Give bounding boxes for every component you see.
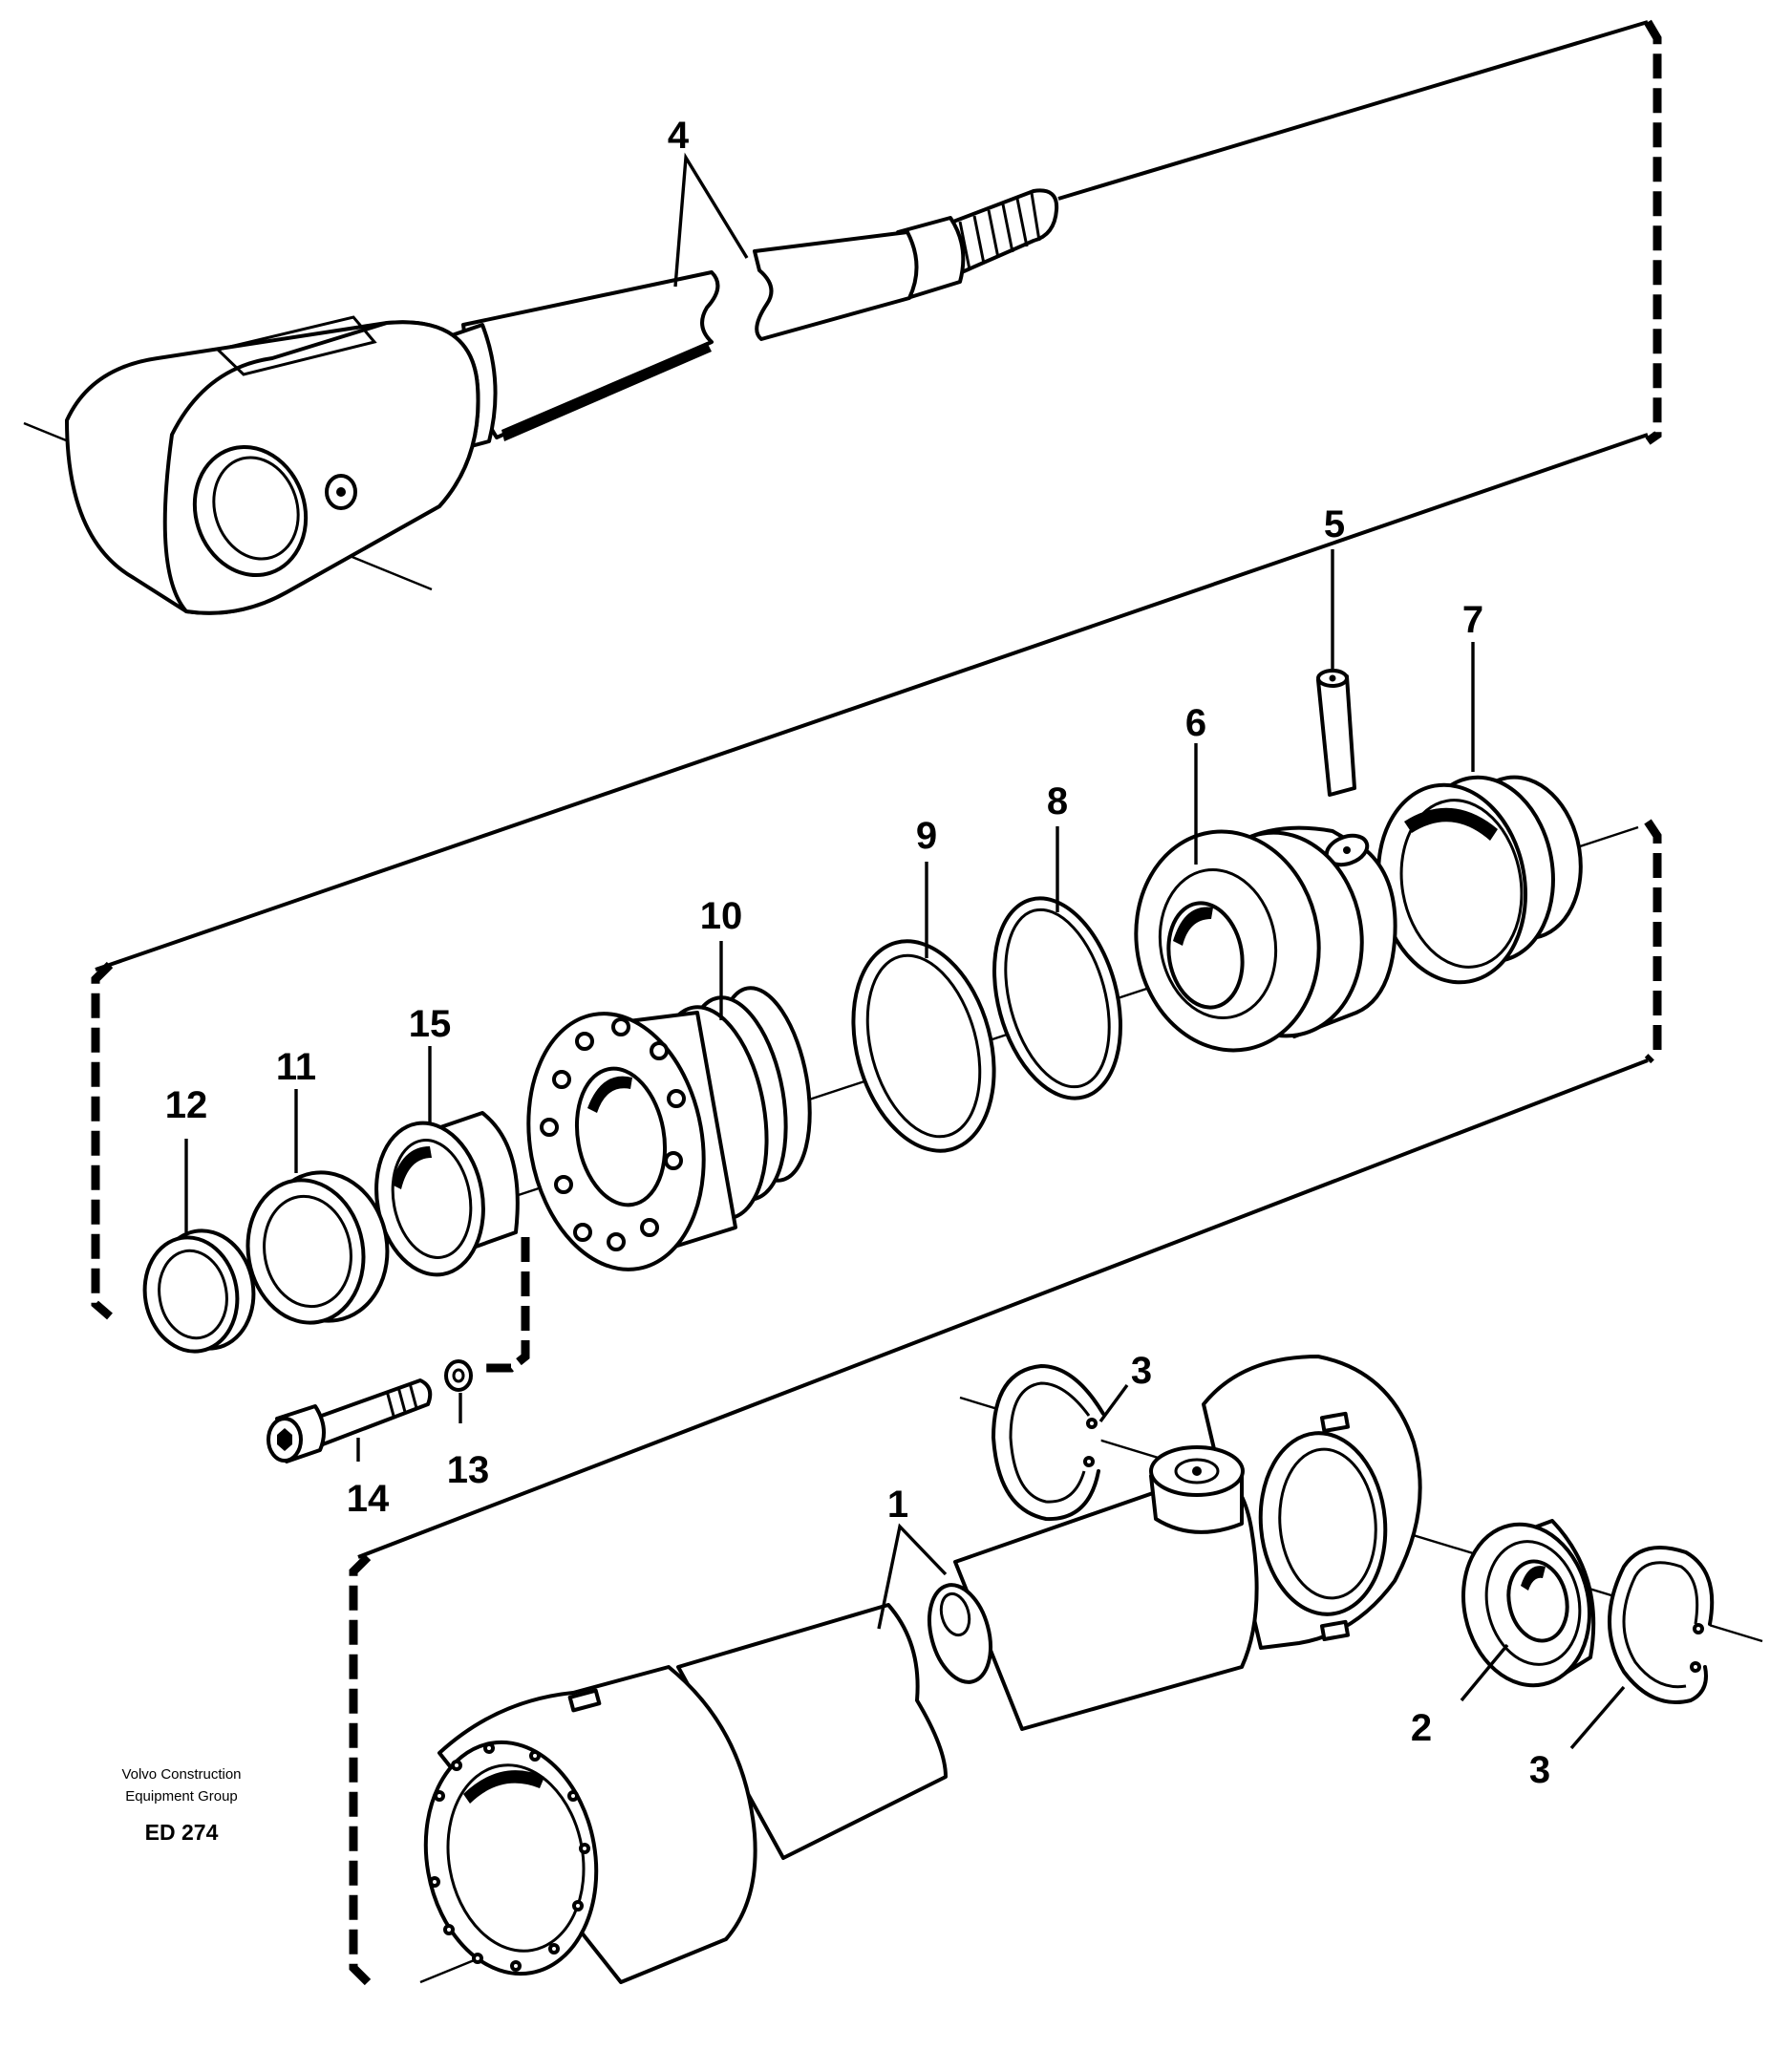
- wiper-11: [245, 1170, 390, 1325]
- dashed-connectors: [91, 19, 1662, 1986]
- rod-eye-bore: [192, 444, 309, 578]
- callout-13: 13: [447, 1449, 490, 1491]
- upper-return-line: [95, 433, 1649, 972]
- leader-4: [673, 152, 749, 288]
- cap-screw: [267, 1378, 433, 1463]
- callout-12: 12: [165, 1084, 208, 1126]
- piston-rod-axis-line: [1057, 20, 1649, 201]
- callout-10: 10: [700, 895, 743, 937]
- cylinder-tube-lower: [676, 1603, 948, 1860]
- callout-4: 4: [668, 115, 690, 157]
- callout-6: 6: [1185, 702, 1206, 744]
- callout-9: 9: [916, 815, 937, 857]
- publisher-credit: Volvo Construction Equipment Group ED 27…: [121, 1766, 241, 1845]
- cylinder-tube: [423, 1355, 1422, 1984]
- callout-8: 8: [1047, 780, 1068, 822]
- bushing: [374, 1111, 520, 1277]
- callout-15: 15: [409, 1003, 452, 1045]
- washer: [444, 1359, 473, 1392]
- callout-7: 7: [1462, 599, 1483, 641]
- set-screw: [1316, 669, 1356, 797]
- leader-1: [877, 1523, 948, 1630]
- callout-5: 5: [1324, 503, 1345, 545]
- dashed-connector-screw: [478, 1237, 530, 1373]
- leader-2: [1460, 1643, 1509, 1702]
- callout-14: 14: [347, 1478, 390, 1520]
- callout-3-upper: 3: [1131, 1350, 1152, 1392]
- rod-eye-slot: [214, 315, 377, 376]
- dashed-connector-bottom-left: [349, 1553, 372, 1986]
- spherical-bearing: [1461, 1519, 1596, 1688]
- dashed-connector-mid-right: [1644, 819, 1662, 1064]
- leader-lines: [184, 152, 1626, 1750]
- callout-numbers: 4 5 7 6 8 9 10 15 11 12 13 14 1 3 2 3: [165, 115, 1550, 1791]
- leader-3-lower: [1569, 1685, 1626, 1750]
- circlip-upper: [992, 1364, 1105, 1522]
- dashed-connector-mid-left: [91, 961, 114, 1320]
- circlip-lower: [1608, 1546, 1715, 1704]
- credit-line-1: Volvo Construction: [121, 1766, 241, 1783]
- ring-9: [851, 939, 996, 1153]
- piston-seal: [1376, 775, 1583, 985]
- credit-line-2: Equipment Group: [125, 1788, 238, 1805]
- drawing-code: ED 274: [145, 1820, 219, 1845]
- callout-2: 2: [1411, 1707, 1432, 1749]
- lower-return-line: [357, 1058, 1649, 1559]
- rod-shaft-right: [753, 230, 919, 341]
- piston-rod: [65, 188, 1059, 615]
- ring-8: [992, 896, 1122, 1100]
- callout-1: 1: [887, 1484, 908, 1526]
- dashed-connector-top-right: [1644, 19, 1662, 445]
- leader-3-upper: [1098, 1383, 1129, 1423]
- callout-11: 11: [276, 1046, 316, 1088]
- ring-12: [142, 1228, 256, 1354]
- piston: [1134, 825, 1397, 1053]
- cylinder-head: [526, 986, 812, 1271]
- callout-3-lower: 3: [1529, 1749, 1550, 1791]
